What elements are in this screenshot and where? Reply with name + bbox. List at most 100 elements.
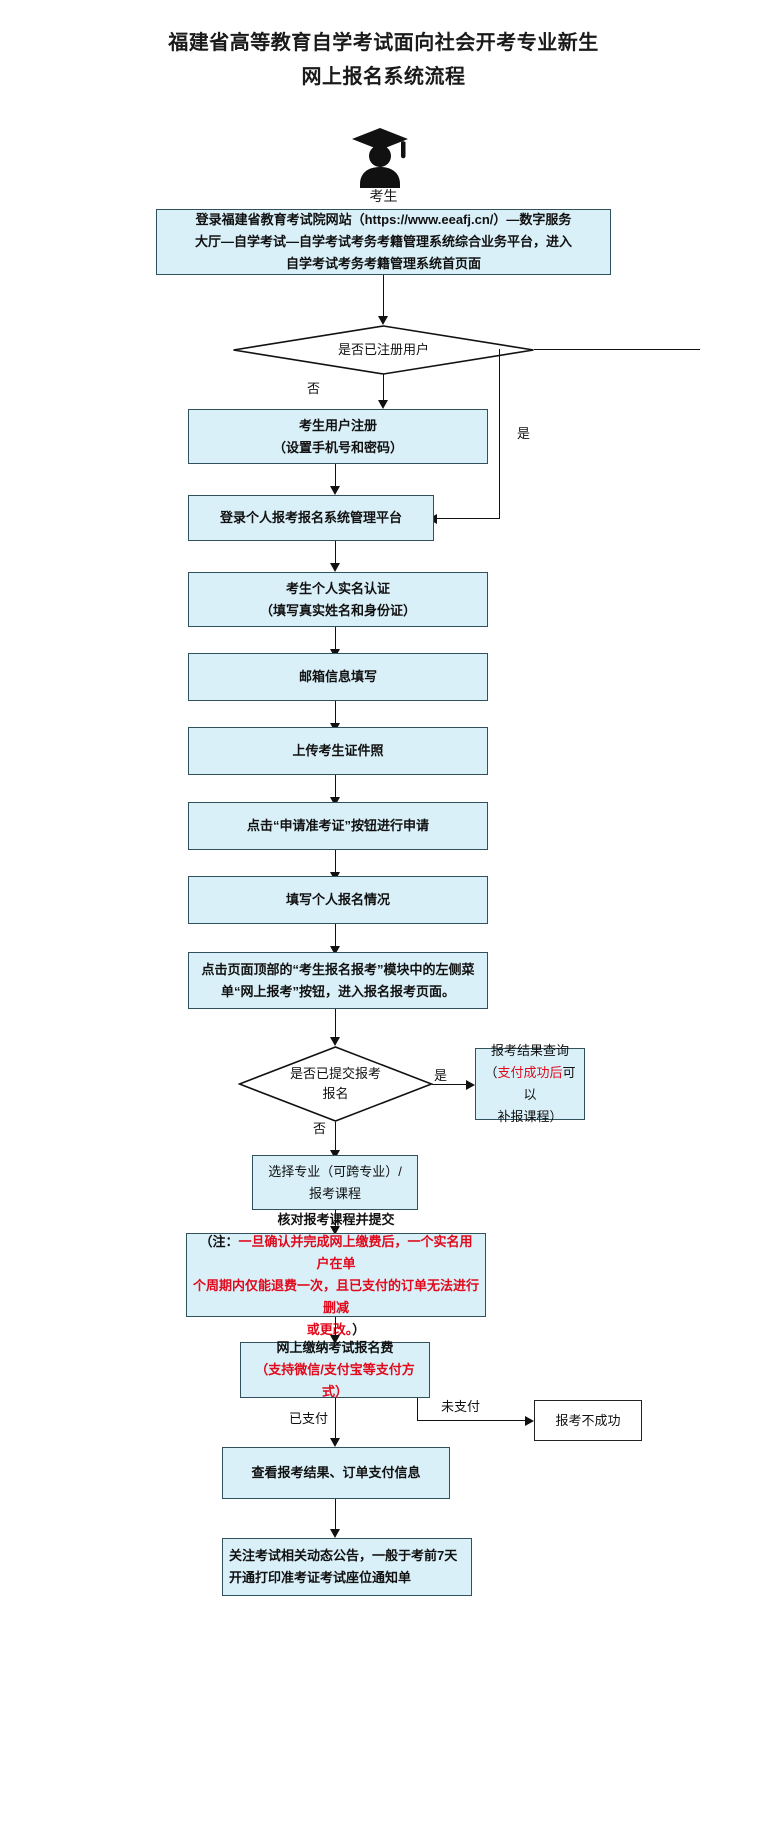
decision-already-submitted-label: 是否已提交报考 报名 <box>238 1046 433 1122</box>
node-result-query-red: 支付成功后 <box>497 1065 563 1080</box>
edge-label-unpaid: 未支付 <box>441 1399 481 1414</box>
node-realname-auth-line2: （填写真实姓名和身份证） <box>259 602 416 618</box>
node-user-registration-line2: （设置手机号和密码） <box>272 439 403 455</box>
page-title-line1: 福建省高等教育自学考试面向社会开考专业新生 <box>168 32 599 54</box>
arrow-n12-n13 <box>330 1335 341 1344</box>
node-email-info-label: 邮箱信息填写 <box>298 669 377 684</box>
arrow-decision2-no <box>330 1150 341 1159</box>
node-result-query-paren: （ <box>484 1065 498 1080</box>
node-fill-personal-info: 填写个人报名情况 <box>188 876 488 924</box>
connector-n5-n6 <box>335 701 336 725</box>
node-confirm-submit-line1: 核对报考课程并提交 <box>277 1212 395 1227</box>
arrow-n9-d2 <box>330 1037 341 1046</box>
arrow-n8-n9 <box>330 946 341 955</box>
connector-n9-d2 <box>335 1009 336 1039</box>
page-title: 福建省高等教育自学考试面向社会开考专业新生 网上报名系统流程 <box>0 26 767 94</box>
connector-unpaid-v <box>417 1398 418 1420</box>
connector-decision1-yes-h <box>534 349 700 350</box>
connector-decision1-yes-v <box>499 349 500 518</box>
node-confirm-submit-line2: （注：一旦确认并完成网上缴费后，一个实名用户在单 <box>193 1231 479 1275</box>
arrow-n3-n4 <box>330 563 341 572</box>
node-confirm-submit-line4: 或更改。） <box>193 1319 479 1341</box>
connector-decision2-yes <box>432 1084 468 1085</box>
node-online-payment: 网上缴纳考试报名费 （支持微信/支付宝等支付方式） <box>240 1340 430 1399</box>
node-registration-failed: 报考不成功 <box>534 1400 642 1441</box>
connector-decision1-yes-return <box>434 518 500 519</box>
arrow-paid <box>330 1438 341 1447</box>
node-online-payment-line1: 网上缴纳考试报名费 <box>276 1340 394 1355</box>
connector-n8-n9 <box>335 924 336 948</box>
edge-label-yes-2: 是 <box>434 1068 448 1083</box>
node-upload-photo: 上传考生证件照 <box>188 727 488 775</box>
node-confirm-submit-note-suffix: ） <box>352 1322 366 1337</box>
edge-label-no-2: 否 <box>313 1121 327 1136</box>
connector-portal-to-decision1 <box>383 275 384 318</box>
node-exam-notice: 关注考试相关动态公告，一般于考前7天 开通打印准考证考试座位通知单 <box>222 1538 472 1596</box>
connector-unpaid-h <box>417 1420 527 1421</box>
node-result-query-line3: 补报课程） <box>497 1109 563 1124</box>
node-apply-exam-ticket: 点击“申请准考证”按钮进行申请 <box>188 802 488 850</box>
node-confirm-submit-red-3: 或更改。 <box>306 1322 353 1337</box>
node-portal-login: 登录福建省教育考试院网站（https://www.eeafj.cn/）—数字服务… <box>156 209 611 275</box>
connector-n7-n8 <box>335 850 336 874</box>
connector-n11-n12 <box>335 1210 336 1228</box>
edge-label-yes-1: 是 <box>517 426 531 441</box>
decision-already-submitted-line1: 是否已提交报考 <box>289 1066 381 1081</box>
node-confirm-submit-red-2: 个周期内仅能退费一次，且已支付的订单无法进行删减 <box>193 1278 480 1315</box>
connector-n12-n13 <box>335 1317 336 1337</box>
node-enter-registration-page-line2: 单“网上报考”按钮，进入报名报考页面。 <box>220 983 455 999</box>
node-login-platform: 登录个人报考报名系统管理平台 <box>188 495 434 541</box>
node-result-query-suffix: 可以 <box>523 1065 576 1102</box>
node-view-result: 查看报考结果、订单支付信息 <box>222 1447 450 1499</box>
node-login-platform-label: 登录个人报考报名系统管理平台 <box>219 510 402 525</box>
node-user-registration-line1: 考生用户注册 <box>298 417 377 433</box>
connector-n3-n4 <box>335 541 336 565</box>
decision-already-submitted: 是否已提交报考 报名 <box>238 1046 433 1122</box>
graduate-student-icon <box>348 126 412 188</box>
node-choose-major-line1: 选择专业（可跨专业）/ <box>268 1163 402 1179</box>
node-user-registration: 考生用户注册 （设置手机号和密码） <box>188 409 488 464</box>
node-realname-auth-line1: 考生个人实名认证 <box>285 580 390 596</box>
node-choose-major: 选择专业（可跨专业）/ 报考课程 <box>252 1155 418 1210</box>
connector-decision2-no <box>335 1122 336 1152</box>
node-exam-notice-line2: 开通打印准考证考试座位通知单 <box>229 1570 412 1585</box>
node-confirm-submit-red-1: 一旦确认并完成网上缴费后，一个实名用户在单 <box>238 1234 473 1271</box>
arrow-n6-n7 <box>330 797 341 806</box>
node-confirm-submit-courses: 核对报考课程并提交 （注：一旦确认并完成网上缴费后，一个实名用户在单 个周期内仅… <box>186 1212 486 1337</box>
edge-label-paid: 已支付 <box>289 1411 329 1426</box>
arrow-decision1-no <box>378 400 389 409</box>
node-view-result-label: 查看报考结果、订单支付信息 <box>251 1465 421 1480</box>
node-choose-major-line2: 报考课程 <box>308 1185 361 1201</box>
node-email-info: 邮箱信息填写 <box>188 653 488 701</box>
node-fill-personal-info-label: 填写个人报名情况 <box>285 892 390 907</box>
edge-label-no-1: 否 <box>307 381 321 396</box>
node-portal-login-line2: 大厅—自学考试—自学考试考务考籍管理系统综合业务平台，进入 <box>194 234 572 249</box>
connector-paid-v <box>335 1398 336 1440</box>
arrow-decision2-yes <box>466 1079 475 1090</box>
node-apply-exam-ticket-label: 点击“申请准考证”按钮进行申请 <box>246 818 429 833</box>
node-registration-failed-label: 报考不成功 <box>555 1412 621 1428</box>
node-result-query-line1: 报考结果查询 <box>490 1043 569 1058</box>
node-enter-registration-page: 点击页面顶部的“考生报名报考”模块中的左侧菜 单“网上报考”按钮，进入报名报考页… <box>188 952 488 1009</box>
decision-is-registered-label: 是否已注册用户 <box>337 342 429 357</box>
connector-n4-n5 <box>335 627 336 651</box>
node-confirm-submit-note-prefix: （注： <box>199 1234 239 1249</box>
node-portal-login-line3: 自学考试考务考籍管理系统首页面 <box>285 256 481 271</box>
arrow-n11-n12 <box>330 1226 341 1235</box>
arrow-portal-to-decision1 <box>378 316 389 325</box>
node-enter-registration-page-line1: 点击页面顶部的“考生报名报考”模块中的左侧菜 <box>201 961 475 977</box>
connector-decision1-no <box>383 374 384 402</box>
node-realname-auth: 考生个人实名认证 （填写真实姓名和身份证） <box>188 572 488 627</box>
page-title-line2: 网上报名系统流程 <box>301 66 466 88</box>
arrow-unpaid <box>525 1415 534 1426</box>
connector-n15-n16 <box>335 1499 336 1531</box>
node-online-payment-line2: （支持微信/支付宝等支付方式） <box>255 1362 415 1399</box>
node-result-query-line2: （支付成功后可以 <box>482 1062 578 1106</box>
decision-already-submitted-line2: 报名 <box>322 1086 349 1101</box>
arrow-n15-n16 <box>330 1529 341 1538</box>
node-portal-login-line1: 登录福建省教育考试院网站（https://www.eeafj.cn/）—数字服务 <box>195 212 572 227</box>
node-exam-notice-line1: 关注考试相关动态公告，一般于考前7天 <box>229 1548 458 1563</box>
node-upload-photo-label: 上传考生证件照 <box>292 743 384 758</box>
actor-label: 考生 <box>369 188 398 204</box>
node-result-query: 报考结果查询 （支付成功后可以 补报课程） <box>475 1043 585 1124</box>
